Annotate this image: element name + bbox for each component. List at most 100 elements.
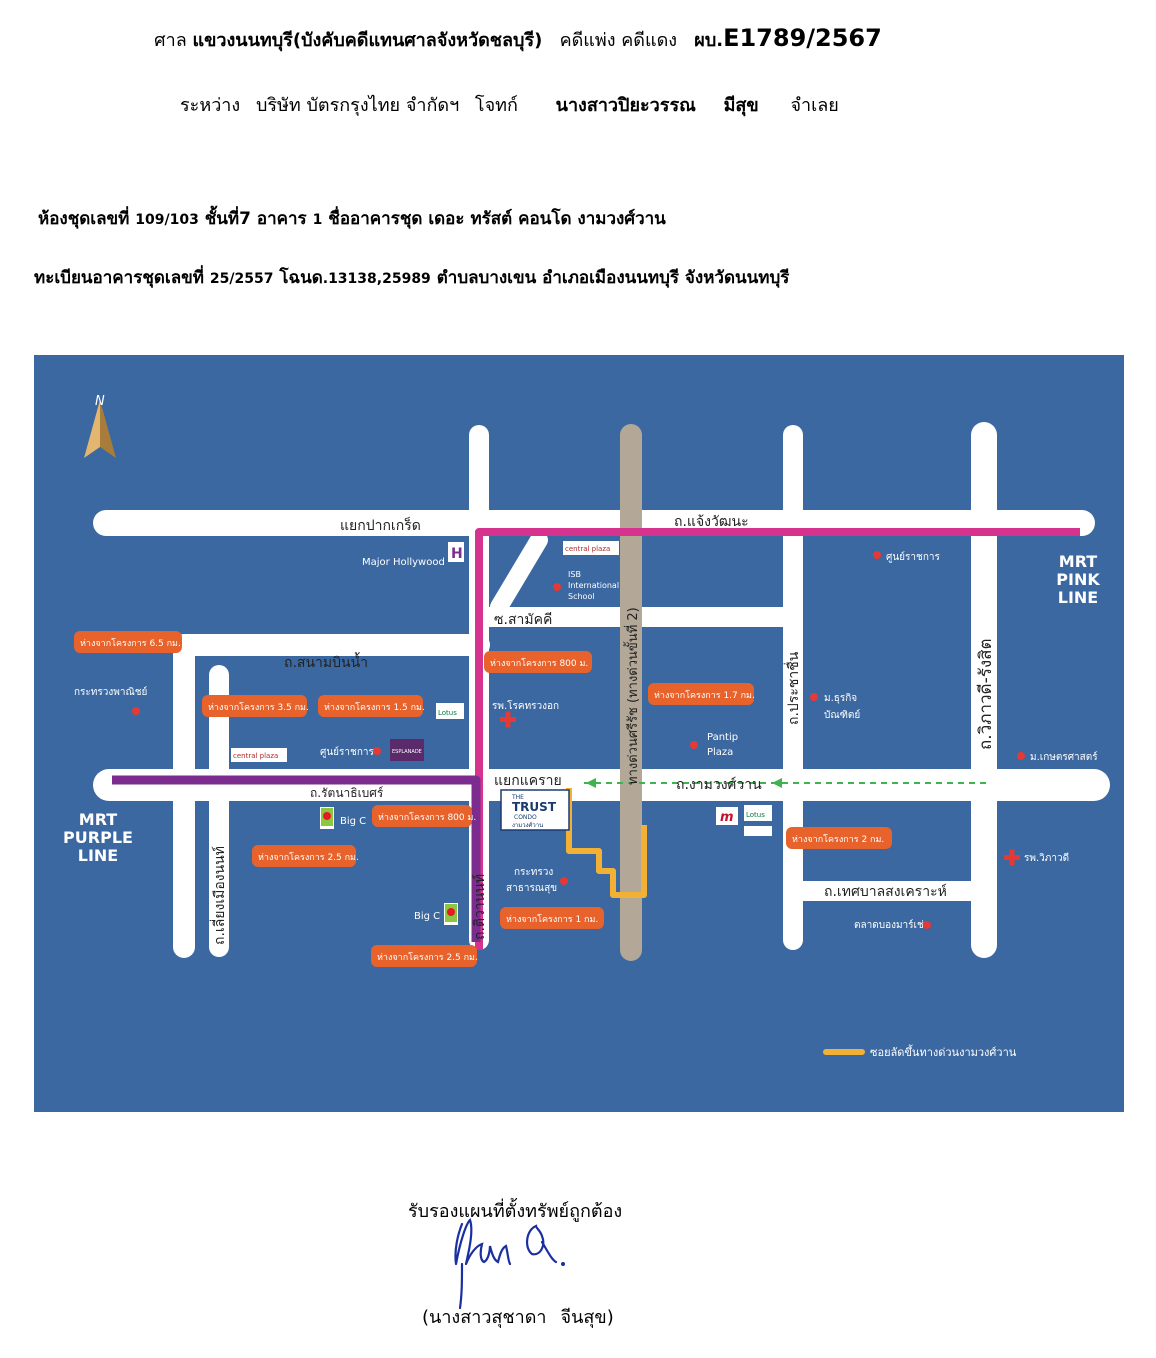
label-tiwanon: ถ.ติวานนท์ (471, 874, 488, 940)
case-number: E1789/2567 (723, 24, 882, 52)
project-marker: THE TRUST CONDO งามวงศ์วาน (500, 789, 570, 831)
court-prefix: ศาล (154, 30, 187, 51)
trust-label-3: CONDO (514, 814, 537, 821)
badge-800m-top (484, 651, 592, 673)
unit-label: ห้องชุดเลขที่ (38, 209, 130, 229)
label-ngamwongwan: ถ.งามวงศ์วาน (676, 776, 762, 793)
lotus-label-1: Lotus (438, 709, 457, 717)
badge-800m-top-text: ห่างจากโครงการ 800 ม. (490, 658, 588, 669)
badge-2km (786, 827, 892, 849)
case-number-prefix: ผบ. (694, 30, 724, 51)
badge-2-5km-left (252, 845, 356, 867)
defendant-last-name: มีสุข (723, 95, 759, 116)
condo-name: ชื่ออาคารชุด เดอะ ทรัสต์ คอนโด งามวงศ์วา… (328, 209, 666, 229)
label-khae-rai: แยกแคราย (494, 773, 562, 789)
central-logo-top (563, 541, 619, 555)
signer-name: (นางสาวสุชาดา จีนสุข) (422, 1302, 628, 1331)
location-map: N แยกปากเกร็ด ถ.แจ้ (34, 355, 1124, 1112)
label-bigc-2: Big C (414, 911, 440, 922)
handwritten-signature (454, 1217, 565, 1310)
between-label: ระหว่าง (180, 95, 241, 116)
label-isb-2: International (568, 581, 619, 590)
label-isb-3: School (568, 592, 595, 601)
badge-6-5km-text: ห่างจากโครงการ 6.5 กม. (80, 638, 181, 649)
label-bor-market: ตลาดบองมาร์เช่ (854, 919, 924, 931)
esplanade-label: ESPLANADE (392, 749, 422, 755)
badge-800m-left (372, 805, 472, 827)
label-vibhavadi: ถ.วิภาวดี-รังสิต (976, 638, 996, 750)
marker-commerce (132, 707, 140, 715)
trust-label-4: งามวงศ์วาน (512, 821, 543, 829)
mrt-purple-label-3: LINE (78, 846, 118, 865)
badge-800m-left-text: ห่างจากโครงการ 800 ม. (378, 812, 476, 823)
unit-description: ห้องชุดเลขที่ 109/103 ชั้นที่7 อาคาร 1 ช… (38, 205, 666, 232)
legend-soi-label: ซอยลัดขึ้นทางด่วนงามวงศ์วาน (870, 1044, 1017, 1059)
label-rattanathibet: ถ.รัตนาธิเบศร์ (310, 786, 384, 800)
label-paknkret: แยกปากเกร็ด (340, 516, 421, 534)
defendant-role: จำเลย (790, 95, 839, 116)
route-arrow-left-icon (586, 778, 596, 788)
label-vibhavadi-hosp: รพ.วิภาวดี (1024, 852, 1069, 864)
marker-health-ministry (560, 877, 568, 885)
label-isb-1: ISB (568, 570, 581, 579)
case-type: คดีแพ่ง คดีแดง (559, 30, 678, 51)
label-prachachuen: ถ.ประชาชื่น (784, 651, 802, 725)
parties-line: ระหว่าง บริษัท บัตรกรุงไทย จำกัดฯ โจทก์ … (180, 90, 849, 119)
svg-text:m: m (720, 810, 734, 825)
signer-first-name: (นางสาวสุชาดา (422, 1307, 547, 1328)
lotus-logo-left (436, 703, 464, 719)
homepro-logo (744, 826, 772, 836)
badge-2km-text: ห่างจากโครงการ 2 กม. (792, 834, 884, 845)
mrt-purple-label-2: PURPLE (63, 828, 133, 847)
label-chaengwattana: ถ.แจ้งวัฒนะ (674, 514, 749, 530)
badge-1-5km (318, 695, 423, 717)
deed-numbers: .13138,25989 (322, 271, 431, 287)
label-dhurakij-2: บัณฑิตย์ (824, 709, 860, 721)
court-name: แขวงนนทบุรี(บังคับคดีแทนศาลจังหวัดชลบุรี… (192, 30, 543, 51)
label-major: Major Hollywood (362, 557, 445, 568)
road-diagonal (490, 531, 548, 616)
label-bigc-1: Big C (340, 816, 366, 827)
mall-logo (716, 807, 738, 825)
central-label-left: central plaza (233, 752, 278, 760)
plaintiff-name: บริษัท บัตรกรุงไทย จำกัดฯ (255, 95, 460, 116)
svg-text:H: H (451, 546, 463, 562)
registration-label: ทะเบียนอาคารชุดเลขที่ (34, 268, 204, 288)
marker-sunratchakan-left (373, 747, 381, 755)
location-text: ตำบลบางเขน อำเภอเมืองนนทบุรี จังหวัดนนทบ… (436, 268, 790, 288)
lotus-logo-right (744, 805, 772, 821)
esplanade-logo (390, 739, 424, 761)
label-pantip-1: Pantip (707, 732, 738, 743)
trust-label-1: THE (511, 794, 524, 801)
mrt-pink-label-1: MRT (1059, 552, 1098, 571)
badge-1-7km-text: ห่างจากโครงการ 1.7 กม. (654, 690, 755, 701)
defendant-first-name: นางสาวปิยะวรรณ (555, 95, 696, 116)
marker-isb (553, 583, 561, 591)
marker-kasetsart (1017, 752, 1025, 760)
case-header: ศาล แขวงนนทบุรี(บังคับคดีแทนศาลจังหวัดชล… (0, 24, 1156, 54)
badge-1-5km-text: ห่างจากโครงการ 1.5 กม. (324, 702, 425, 713)
label-health-2: สาธารณสุข (506, 883, 557, 894)
north-arrow-icon: N (84, 394, 116, 458)
badge-2-5km-bottom (371, 945, 477, 967)
certification-block: รับรองแผนที่ตั้งทรัพย์ถูกต้อง (นางสาวสุช… (0, 1190, 1156, 1350)
badge-1-7km (648, 683, 754, 705)
marker-pantip (690, 741, 698, 749)
distance-badges: ห่างจากโครงการ 6.5 กม. ห่างจากโครงการ 3.… (74, 631, 892, 967)
building-number: 1 (312, 212, 323, 228)
badge-2-5km-bottom-text: ห่างจากโครงการ 2.5 กม. (377, 952, 478, 963)
label-sanambinnam: ถ.สนามบินน้ำ (284, 652, 368, 671)
label-health-1: กระทรวง (514, 867, 553, 878)
badge-1km-text: ห่างจากโครงการ 1 กม. (506, 914, 598, 925)
route-arrow-mid-icon (772, 778, 782, 788)
label-chest-hospital: รพ.โรคทรวงอก (492, 699, 559, 712)
lotus-label-2: Lotus (746, 811, 765, 819)
unit-number: 109/103 (135, 212, 199, 228)
label-commerce: กระทรวงพาณิชย์ (74, 686, 147, 698)
signer-last-name: จีนสุข) (560, 1307, 614, 1328)
registration-description: ทะเบียนอาคารชุดเลขที่ 25/2557 โฉนด.13138… (34, 264, 789, 291)
label-sunratchakan-top: ศูนย์ราชการ (886, 551, 940, 563)
marker-sunratchakan-top (873, 551, 881, 559)
registration-number: 25/2557 (209, 271, 274, 287)
north-label: N (95, 394, 105, 409)
